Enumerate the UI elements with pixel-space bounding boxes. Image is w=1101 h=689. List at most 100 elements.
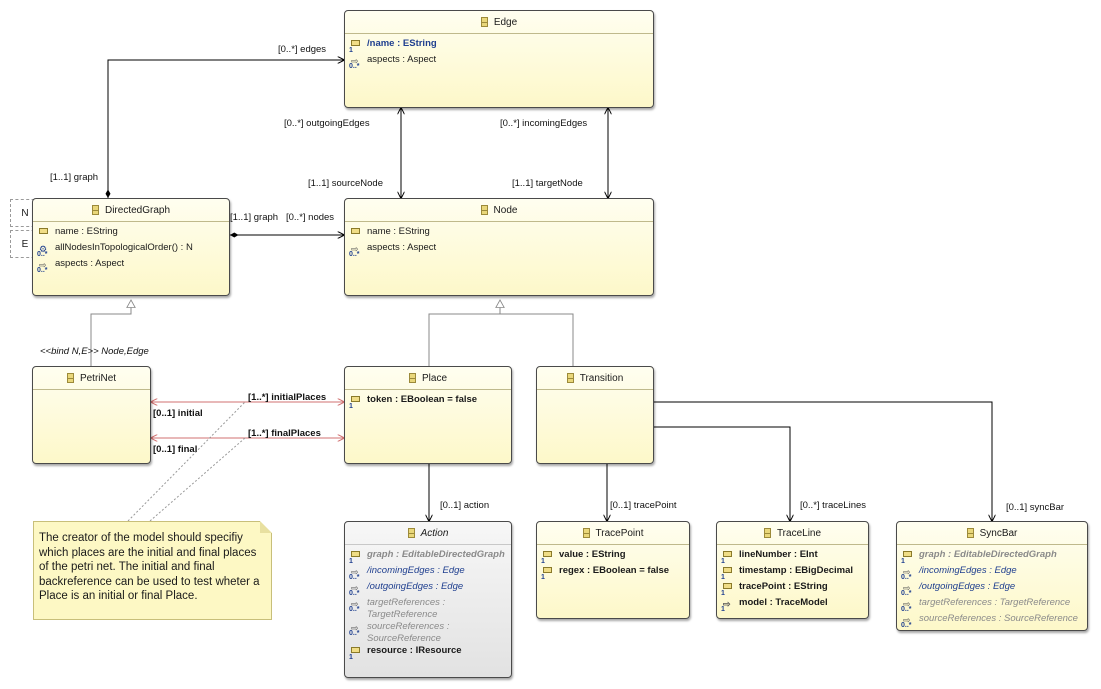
- feature-text: targetReferences : TargetReference: [919, 597, 1071, 608]
- multiplicity: 1: [721, 606, 725, 613]
- feature-text: targetReferences : TargetReference: [367, 597, 446, 620]
- class-name: PetriNet: [79, 372, 117, 384]
- operation-icon: ⚙0..*: [37, 242, 55, 258]
- label-initial-places: [1..*] initialPlaces: [248, 392, 327, 403]
- class-header: Action: [345, 522, 511, 545]
- class-header: DirectedGraph: [33, 199, 229, 222]
- class-feature[interactable]: 1/name : EString: [349, 38, 649, 54]
- multiplicity: 1: [349, 558, 353, 565]
- class-name: DirectedGraph: [104, 204, 171, 216]
- class-feature[interactable]: 1 regex : EBoolean = false: [541, 565, 685, 581]
- transition-generalization: [500, 300, 574, 366]
- class-header: SyncBar: [897, 522, 1087, 545]
- feature-text: graph : EditableDirectedGraph: [919, 549, 1057, 560]
- class-feature[interactable]: ⇨0..*aspects : Aspect: [37, 258, 225, 274]
- reference-icon: ⇨0..*: [349, 581, 367, 597]
- multiplicity: 0..*: [901, 574, 912, 581]
- class-petri-net[interactable]: PetriNet: [32, 366, 151, 464]
- class-feature[interactable]: name : EString: [349, 226, 649, 242]
- class-feature[interactable]: ⇨0..*targetReferences : TargetReference: [349, 597, 507, 621]
- class-feature[interactable]: ⚙0..*allNodesInTopologicalOrder() : N: [37, 242, 225, 258]
- multiplicity: 0..*: [349, 574, 360, 581]
- attribute-icon: 1: [349, 645, 367, 661]
- reference-icon: ⇨0..*: [349, 242, 367, 258]
- label-sync-bar: [0..1] syncBar: [1006, 502, 1065, 513]
- class-feature[interactable]: 1 resource : IResource: [349, 645, 507, 661]
- feature-text: regex : EBoolean = false: [559, 565, 670, 576]
- reference-icon: ⇨0..*: [349, 597, 367, 613]
- class-feature[interactable]: ⇨0..*sourceReferences : SourceReference: [901, 613, 1083, 629]
- multiplicity: 1: [541, 574, 545, 581]
- class-feature[interactable]: ⇨0..*aspects : Aspect: [349, 242, 649, 258]
- label-source-node: [1..1] sourceNode: [308, 178, 383, 189]
- label-trace-lines: [0..*] traceLines: [800, 500, 867, 511]
- feature-text: name : EString: [367, 226, 430, 237]
- multiplicity: 0..*: [901, 622, 912, 629]
- feature-text: sourceReferences : SourceReference: [919, 613, 1078, 624]
- feature-text: model : TraceModel: [739, 597, 828, 608]
- class-feature[interactable]: ⇨0..*/outgoingEdges : Edge: [349, 581, 507, 597]
- attribute-icon: 1: [541, 565, 559, 581]
- class-transition[interactable]: Transition: [536, 366, 654, 464]
- class-name: TracePoint: [595, 527, 644, 539]
- label-bind: <<bind N,E>> Node,Edge: [40, 346, 149, 357]
- class-header: TraceLine: [717, 522, 868, 545]
- class-feature[interactable]: ⇨0..*/incomingEdges : Edge: [349, 565, 507, 581]
- feature-text: /outgoingEdges : Edge: [367, 581, 464, 592]
- multiplicity: 0..*: [37, 267, 48, 274]
- class-feature[interactable]: ⇨0..*aspects : Aspect: [349, 54, 649, 70]
- attribute-icon: 1: [349, 549, 367, 565]
- class-edge[interactable]: Edge 1/name : EString⇨0..*aspects : Aspec…: [344, 10, 654, 108]
- class-directed-graph[interactable]: DirectedGraph name : EString⚙0..*allNodes…: [32, 198, 230, 296]
- multiplicity: 1: [541, 558, 545, 565]
- attribute-icon: 1: [721, 581, 739, 597]
- label-graph: [1..1] graph: [50, 172, 99, 183]
- place-generalization: [428, 313, 500, 366]
- multiplicity: 1: [349, 654, 353, 661]
- reference-icon: ⇨0..*: [901, 581, 919, 597]
- eclass-icon: [582, 528, 590, 538]
- multiplicity: 1: [349, 47, 353, 54]
- label-initial: [0..1] initial: [153, 408, 203, 419]
- eclass-icon: [763, 528, 771, 538]
- class-feature[interactable]: ⇨0..*/incomingEdges : Edge: [901, 565, 1083, 581]
- eclass-icon: [966, 528, 974, 538]
- label-nodes: [0..*] nodes: [286, 212, 335, 223]
- class-feature[interactable]: ⇨0..*targetReferences : TargetReference: [901, 597, 1083, 613]
- attribute-list: [537, 390, 653, 394]
- reference-icon: ⇨0..*: [901, 565, 919, 581]
- label-target-node: [1..1] targetNode: [512, 178, 583, 189]
- feature-text: resource : IResource: [367, 645, 462, 656]
- attribute-icon: 1: [541, 549, 559, 565]
- class-header: Edge: [345, 11, 653, 34]
- class-feature[interactable]: name : EString: [37, 226, 225, 242]
- attribute-icon: 1: [901, 549, 919, 565]
- eclass-icon: [407, 528, 415, 538]
- class-feature[interactable]: ⇨0..*/outgoingEdges : Edge: [901, 581, 1083, 597]
- note-link-2: [149, 437, 246, 522]
- multiplicity: 0..*: [349, 251, 360, 258]
- feature-text: timestamp : EBigDecimal: [739, 565, 854, 576]
- multiplicity: 0..*: [37, 251, 48, 258]
- label-action: [0..1] action: [440, 500, 490, 511]
- feature-text: aspects : Aspect: [367, 54, 437, 65]
- class-feature[interactable]: ⇨0..*sourceReferences : SourceReference: [349, 621, 507, 645]
- class-name: Edge: [493, 16, 518, 28]
